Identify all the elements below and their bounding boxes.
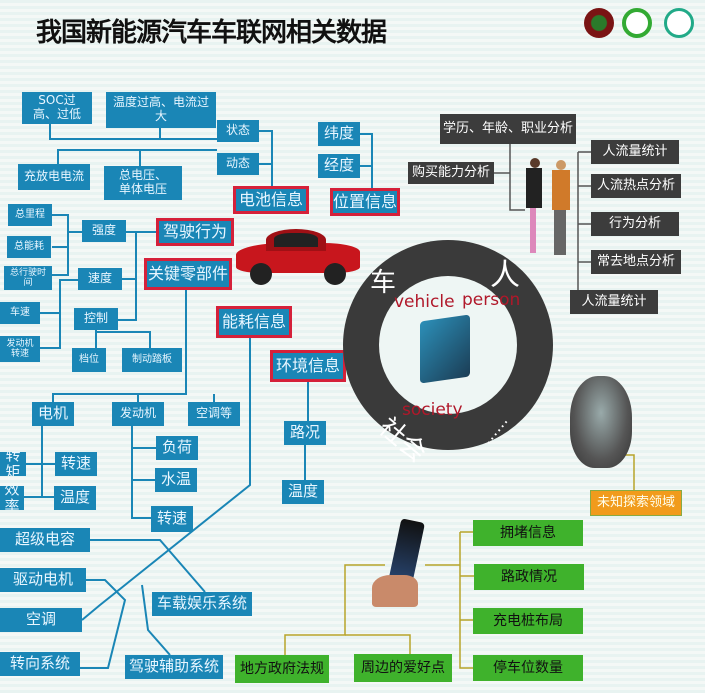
road-box: 路况 xyxy=(284,421,326,445)
control-box: 控制 xyxy=(74,308,118,330)
engine-rpm-box: 发动机 转速 xyxy=(0,336,40,362)
red-car-image xyxy=(236,225,360,285)
driving-behavior-box: 驾驶行为 xyxy=(156,218,234,246)
drive-motor-box: 驱动电机 xyxy=(0,568,86,592)
ring-label-vehicle: 车 xyxy=(370,268,397,298)
parking-count-box: 停车位数量 xyxy=(473,655,583,681)
infotainment-box: 车载娱乐系统 xyxy=(152,592,252,616)
env-temp-box: 温度 xyxy=(282,480,324,504)
university-seal-logo xyxy=(584,8,614,38)
behavior-box: 行为分析 xyxy=(591,212,679,236)
state-box: 状态 xyxy=(217,120,259,142)
voltage-box: 总电压、 单体电压 xyxy=(104,166,182,200)
business-people-image xyxy=(520,158,580,258)
congestion-box: 拥堵信息 xyxy=(473,520,583,546)
green-e-logo xyxy=(622,8,652,38)
load-box: 负荷 xyxy=(156,436,198,460)
energy-info-box: 能耗信息 xyxy=(216,306,292,338)
charge-current-box: 充放电电流 xyxy=(18,164,90,190)
supercap-box: 超级电容 xyxy=(0,528,90,552)
ring-label-person: 人 xyxy=(490,258,520,293)
person-en-label: person xyxy=(462,290,521,310)
car-speed-box: 车速 xyxy=(0,302,40,324)
roadwork-box: 路政情况 xyxy=(474,564,584,590)
environment-info-box: 环境信息 xyxy=(270,350,346,382)
frequent-places-box: 常去地点分析 xyxy=(591,250,681,274)
phone-in-hand-image xyxy=(372,518,428,610)
drive-time-box: 总行驶时 间 xyxy=(4,266,52,290)
engine-box: 发动机 xyxy=(112,402,164,426)
page-title: 我国新能源汽车车联网相关数据 xyxy=(36,18,387,48)
battery-info-box: 电池信息 xyxy=(233,186,309,214)
flow-stats-box: 人流量统计 xyxy=(591,140,679,164)
total-energy-box: 总能耗 xyxy=(7,236,51,258)
flow-stats-box-2: 人流量统计 xyxy=(570,290,658,314)
motor-rpm-box: 转速 xyxy=(55,452,97,476)
aircon-box: 空调 xyxy=(0,608,82,632)
cube-icon xyxy=(420,314,470,384)
mileage-box: 总里程 xyxy=(8,204,52,226)
steering-box: 转向系统 xyxy=(0,652,80,676)
intensity-box: 强度 xyxy=(82,220,126,242)
motor-temp-box: 温度 xyxy=(54,486,96,510)
torque-box: 转矩 xyxy=(0,452,26,476)
latitude-box: 纬度 xyxy=(318,122,360,146)
dynamic-box: 动态 xyxy=(217,153,259,175)
purchasing-power-box: 购买能力分析 xyxy=(408,162,494,184)
unknown-domain-box: 未知探索领域 xyxy=(590,490,682,516)
vehicle-en-label: vehicle xyxy=(394,292,455,312)
ev-logo xyxy=(664,8,694,38)
ac-etc-box: 空调等 xyxy=(188,402,240,426)
speed-box: 速度 xyxy=(78,268,122,290)
motor-box: 电机 xyxy=(32,402,74,426)
water-temp-box: 水温 xyxy=(155,468,197,492)
adas-box: 驾驶辅助系统 xyxy=(125,655,223,679)
hotspot-box: 人流热点分析 xyxy=(591,174,681,198)
soc-box: SOC过 高、过低 xyxy=(22,92,92,124)
location-info-box: 位置信息 xyxy=(330,188,400,216)
nearby-hobbies-box: 周边的爱好点 xyxy=(354,654,452,682)
charging-layout-box: 充电桩布局 xyxy=(473,608,583,634)
efficiency-box: 效率 xyxy=(0,486,24,510)
temp-current-box: 温度过高、电流过 大 xyxy=(106,92,216,128)
demographics-box: 学历、年龄、职业分析 xyxy=(440,114,576,144)
society-en-label: society xyxy=(402,400,463,420)
regulations-box: 地方政府法规 xyxy=(235,655,329,683)
face-scan-image xyxy=(570,376,632,468)
gear-box: 档位 xyxy=(72,348,106,372)
brake-box: 制动踏板 xyxy=(122,348,182,372)
key-components-box: 关键零部件 xyxy=(144,258,232,290)
engine-rpm2-box: 转速 xyxy=(151,506,193,532)
longitude-box: 经度 xyxy=(318,154,360,178)
